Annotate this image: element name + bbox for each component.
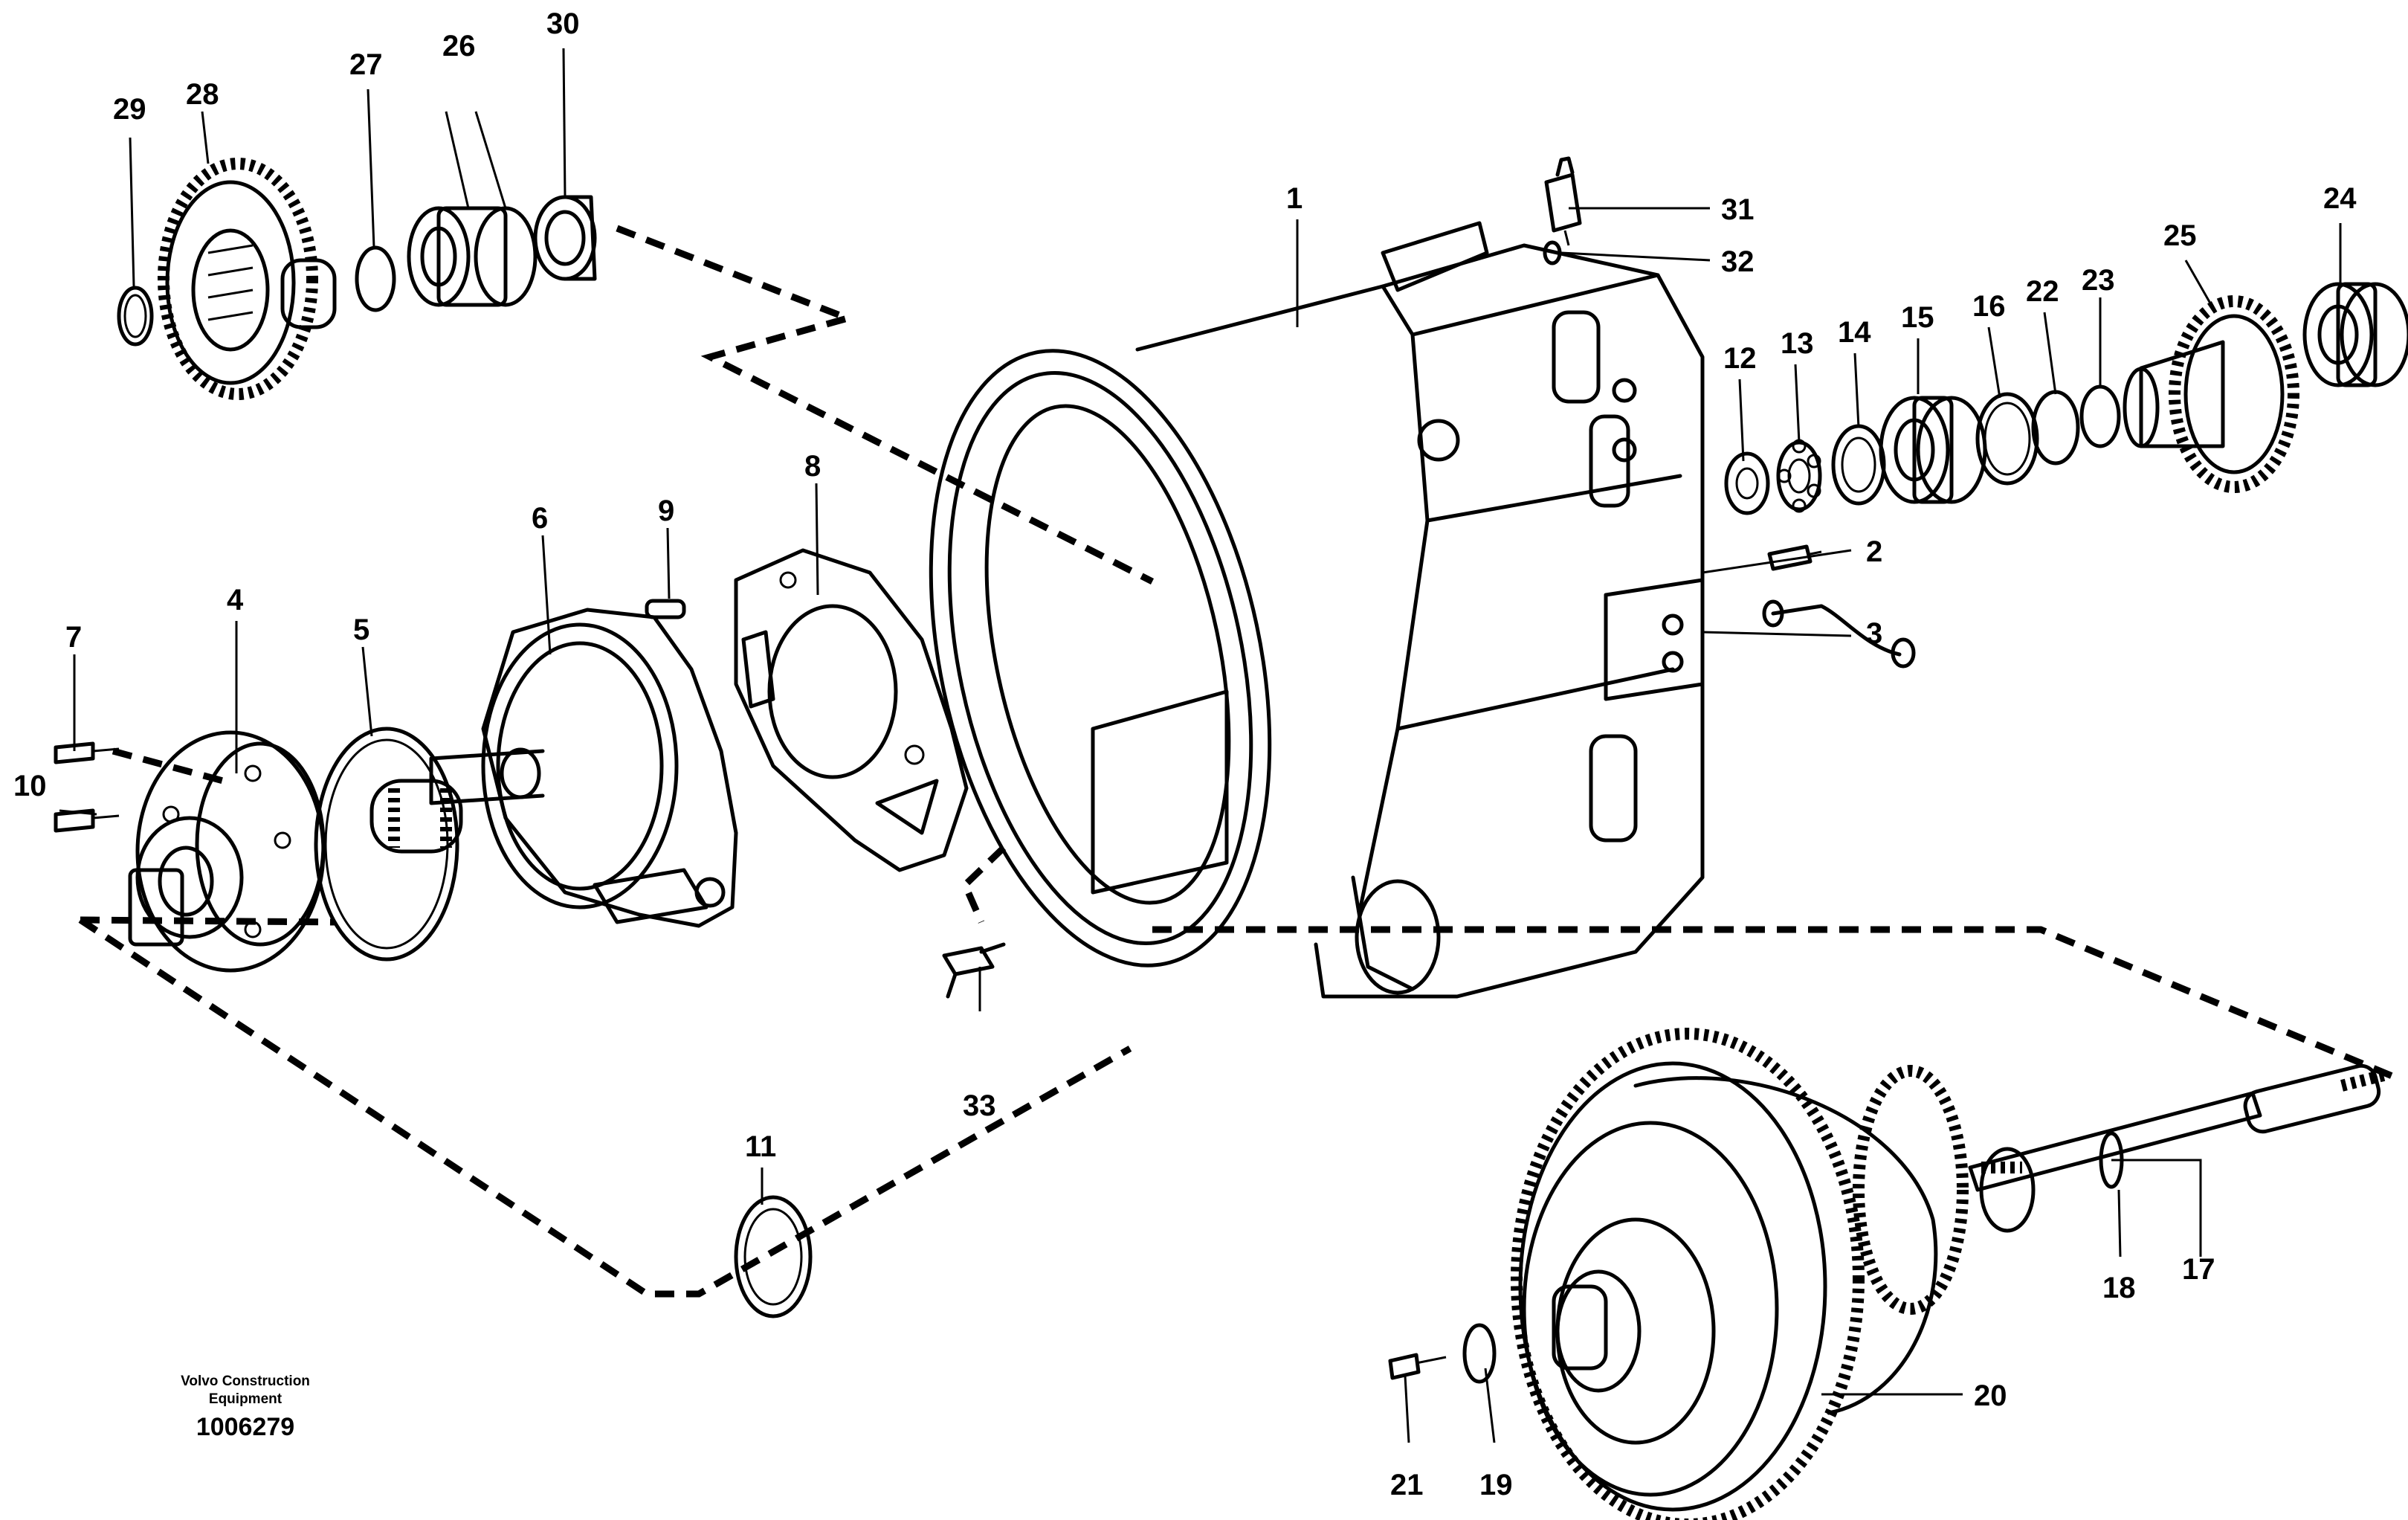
callout-23: 23 <box>2082 264 2115 297</box>
callout-27: 27 <box>349 48 383 81</box>
callout-33: 33 <box>963 1089 996 1122</box>
callout-7: 7 <box>65 621 82 654</box>
callout-25: 25 <box>2163 219 2197 252</box>
callout-32: 32 <box>1721 245 1755 278</box>
callout-24: 24 <box>2323 182 2357 215</box>
o-ring <box>314 727 459 962</box>
callout-31: 31 <box>1721 193 1755 226</box>
callout-4: 4 <box>227 584 244 616</box>
leader-lines <box>59 48 2342 1443</box>
callout-5: 5 <box>353 614 369 646</box>
gear-25 <box>2123 295 2299 493</box>
ring-27 <box>355 245 396 312</box>
callout-8: 8 <box>804 450 821 483</box>
adapter-plate <box>734 548 969 872</box>
ring-11 <box>734 1195 813 1318</box>
circlip-19 <box>1462 1323 1497 1384</box>
callout-29: 29 <box>113 93 146 126</box>
ring-16 <box>1975 392 2039 486</box>
callout-21: 21 <box>1390 1469 1424 1501</box>
stamp-drawing-number: 1006279 <box>196 1413 294 1441</box>
shaft-17 <box>1968 1063 2388 1233</box>
sensor-33 <box>942 942 1006 999</box>
hose-3 <box>1762 599 1916 669</box>
nut-30 <box>533 195 597 281</box>
callout-30: 30 <box>546 7 580 40</box>
bolts-7-10 <box>54 741 120 833</box>
callout-28: 28 <box>186 78 219 111</box>
callout-15: 15 <box>1901 301 1934 334</box>
bearing-26 <box>407 206 538 307</box>
stamp-company-line2: Equipment <box>209 1391 283 1407</box>
pin <box>645 599 686 619</box>
gear-28 <box>158 158 337 400</box>
stamp-company: Volvo Construction <box>181 1374 310 1389</box>
callout-9: 9 <box>658 495 674 527</box>
callout-11: 11 <box>745 1130 776 1163</box>
callout-14: 14 <box>1838 316 1871 349</box>
callout-labels: 1 2 3 4 5 6 7 8 9 10 11 12 13 14 15 16 1… <box>13 7 2357 1501</box>
assembly-guide-lines <box>78 225 2399 1298</box>
pump-cover <box>128 730 326 973</box>
bearing-15 <box>1879 396 1987 504</box>
callout-12: 12 <box>1723 342 1757 375</box>
ring-22 <box>2031 390 2080 466</box>
circlip-29 <box>117 286 154 347</box>
pump-housing <box>429 608 738 928</box>
callout-19: 19 <box>1479 1469 1513 1501</box>
callout-16: 16 <box>1972 290 2006 323</box>
callout-26: 26 <box>442 30 476 62</box>
bearing-24 <box>2302 282 2408 387</box>
callout-20: 20 <box>1974 1379 2007 1412</box>
callout-17: 17 <box>2182 1253 2215 1286</box>
ring-14 <box>1831 424 1886 506</box>
fitting-2 <box>1767 544 1822 571</box>
callout-13: 13 <box>1781 327 1814 360</box>
bearing-13 <box>1776 439 1822 513</box>
transmission-housing <box>929 221 1705 999</box>
washer-12 <box>1724 451 1770 515</box>
callout-6: 6 <box>532 502 548 535</box>
callout-18: 18 <box>2102 1272 2136 1304</box>
drawing-stamp: Volvo Construction Equipment 1006279 <box>181 1374 310 1441</box>
sensor-31 <box>1543 156 1582 265</box>
callout-2: 2 <box>1866 535 1882 568</box>
bolt-21 <box>1388 1353 1447 1380</box>
callout-3: 3 <box>1866 617 1882 650</box>
callout-22: 22 <box>2026 275 2059 308</box>
torque-converter <box>1511 1028 1969 1520</box>
callout-1: 1 <box>1286 182 1303 215</box>
callout-10: 10 <box>13 770 47 802</box>
circlip-23 <box>2079 384 2121 448</box>
